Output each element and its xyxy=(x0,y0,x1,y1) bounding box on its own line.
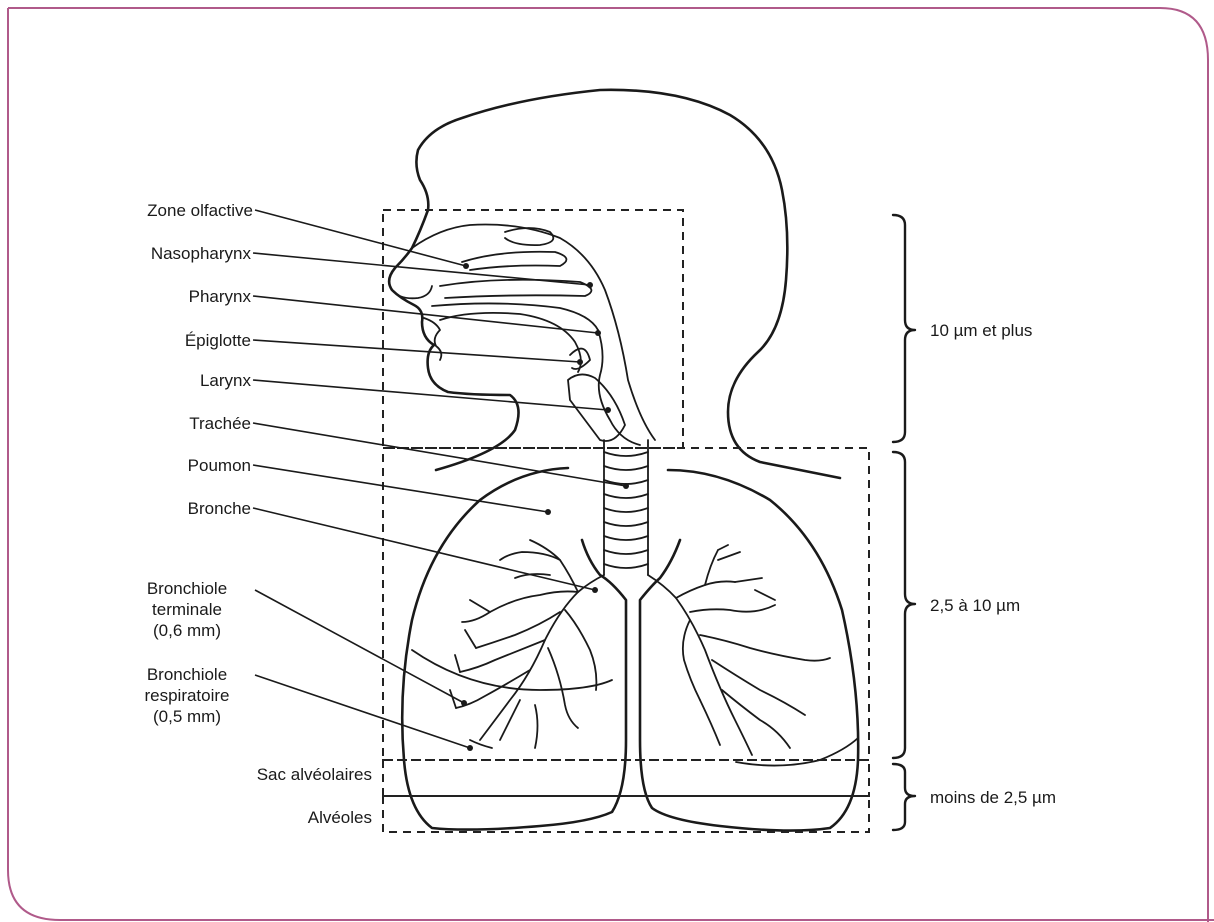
label-bronchiole-respiratoire-3: (0,5 mm) xyxy=(153,707,221,726)
label-bronche: Bronche xyxy=(188,499,251,518)
turbinate-upper xyxy=(505,228,553,245)
alveoli-box xyxy=(383,796,869,832)
brace-upper xyxy=(893,215,915,442)
structure-labels: Zone olfactive Nasopharynx Pharynx Épigl… xyxy=(147,201,253,518)
label-pharynx: Pharynx xyxy=(189,287,252,306)
brace-lower xyxy=(893,764,915,830)
tongue xyxy=(440,313,581,372)
left-bronchial-tree xyxy=(450,540,604,748)
label-zone-olfactive: Zone olfactive xyxy=(147,201,253,220)
label-nasopharynx: Nasopharynx xyxy=(151,244,252,263)
right-lung-fissure xyxy=(736,738,858,766)
label-bronchiole-respiratoire-1: Bronchiole xyxy=(147,665,227,684)
trachea xyxy=(604,440,648,575)
label-bronchiole-terminale-3: (0,6 mm) xyxy=(153,621,221,640)
size-range-middle: 2,5 à 10 µm xyxy=(930,596,1020,615)
label-larynx: Larynx xyxy=(200,371,252,390)
brace-middle xyxy=(893,452,915,758)
bronchiole-respiratoire-label: Bronchiole respiratoire (0,5 mm) xyxy=(144,665,229,726)
label-alveoles: Alvéoles xyxy=(308,808,372,827)
bronchiole-terminale-label: Bronchiole terminale (0,6 mm) xyxy=(147,579,227,640)
left-lung-outline xyxy=(402,468,626,830)
label-epiglotte: Épiglotte xyxy=(185,331,251,350)
label-trachee: Trachée xyxy=(189,414,251,433)
leader-lines xyxy=(253,210,629,751)
label-poumon: Poumon xyxy=(188,456,251,475)
size-range-lower: moins de 2,5 µm xyxy=(930,788,1056,807)
size-range-upper: 10 µm et plus xyxy=(930,321,1032,340)
left-lung-fissure xyxy=(412,650,612,690)
turbinate-middle xyxy=(462,252,566,270)
right-lung-outline xyxy=(640,470,858,831)
palate xyxy=(432,303,598,330)
label-sac-alveolaires: Sac alvéolaires xyxy=(257,765,372,784)
label-bronchiole-terminale-2: terminale xyxy=(152,600,222,619)
label-bronchiole-respiratoire-2: respiratoire xyxy=(144,686,229,705)
label-bronchiole-terminale-1: Bronchiole xyxy=(147,579,227,598)
right-bronchial-tree xyxy=(648,545,830,755)
